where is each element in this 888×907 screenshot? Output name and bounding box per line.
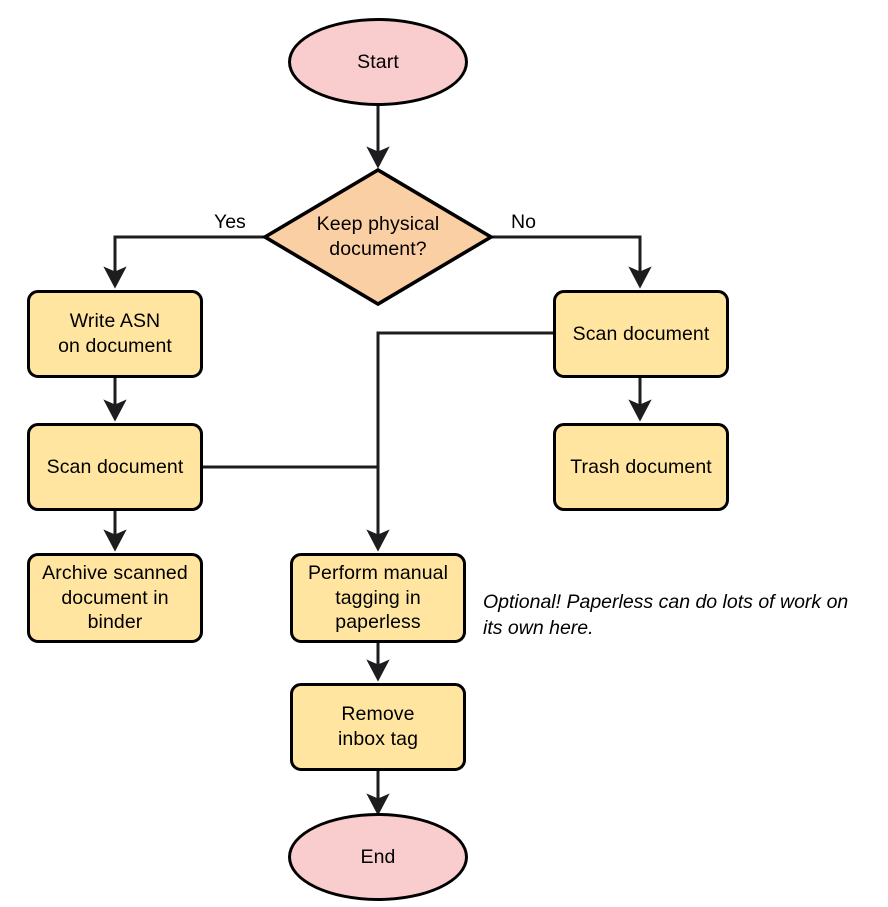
note-optional-paperless: Optional! Paperless can do lots of work … xyxy=(483,591,849,640)
node-start[interactable]: Start xyxy=(288,18,468,106)
edge-label-yes: Yes xyxy=(211,211,249,234)
connector-decision-yes-to-write-asn xyxy=(103,235,265,289)
node-scan-document-left-label: Scan document xyxy=(46,455,184,478)
node-remove-inbox-tag-label: Remove inbox tag xyxy=(337,703,419,750)
node-scan-document-right[interactable]: Scan document xyxy=(553,290,729,378)
node-trash-document[interactable]: Trash document xyxy=(553,423,729,511)
node-trash-document-label: Trash document xyxy=(570,455,712,478)
connector-scan-right-to-tagging xyxy=(366,331,553,552)
node-decision-label: Keep physical document? xyxy=(316,212,440,260)
edge-label-no: No xyxy=(508,211,539,234)
node-decision-keep-physical-document[interactable]: Keep physical document? xyxy=(265,170,491,304)
decision-diamond-shape xyxy=(261,167,495,307)
node-write-asn-on-document[interactable]: Write ASN on document xyxy=(27,290,203,378)
node-end-label: End xyxy=(360,845,396,868)
node-perform-manual-tagging[interactable]: Perform manual tagging in paperless xyxy=(290,553,466,643)
node-end[interactable]: End xyxy=(288,813,468,901)
node-write-asn-label: Write ASN on document xyxy=(58,310,172,357)
node-scan-document-right-label: Scan document xyxy=(572,322,710,345)
node-remove-inbox-tag[interactable]: Remove inbox tag xyxy=(290,683,466,771)
node-scan-document-left[interactable]: Scan document xyxy=(27,423,203,511)
connector-decision-no-to-scan-right xyxy=(491,235,652,289)
node-archive-scanned-document[interactable]: Archive scanned document in binder xyxy=(27,553,203,643)
node-archive-label: Archive scanned document in binder xyxy=(42,561,188,634)
node-perform-manual-tagging-label: Perform manual tagging in paperless xyxy=(307,561,449,634)
node-start-label: Start xyxy=(357,50,399,73)
